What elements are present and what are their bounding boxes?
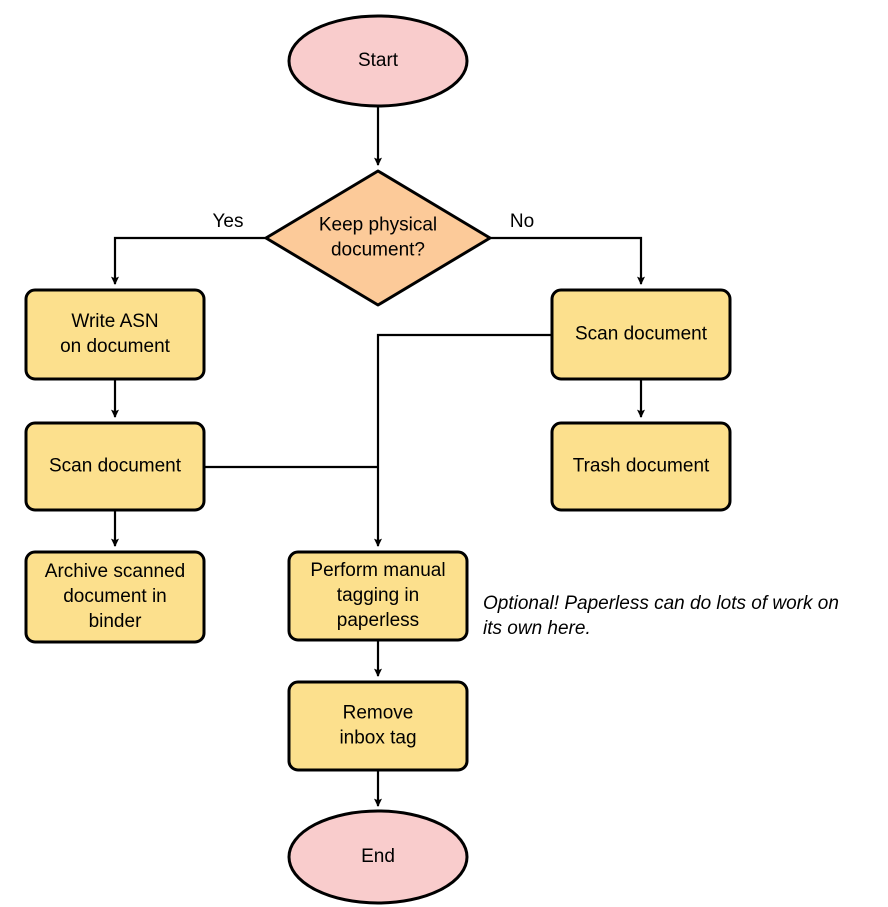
node-label-remove-inbox-tag: inbox tag [339, 728, 416, 749]
node-label-trash-document: Trash document [573, 456, 710, 477]
edge-label-decision-yes-to-write-asn: Yes [213, 211, 244, 232]
node-label-write-asn: on document [60, 336, 171, 357]
node-label-manual-tagging: Perform manual [310, 560, 445, 581]
node-label-remove-inbox-tag: Remove [343, 703, 414, 724]
edge-scan-right-to-manual-tagging [374, 333, 552, 547]
node-shape-manual-tagging [287, 550, 469, 642]
node-archive-binder[interactable]: Archive scanned document in binder [24, 550, 206, 644]
node-scan-document-left[interactable]: Scan document [24, 421, 206, 512]
node-label-keep-physical: Keep physical [319, 215, 437, 236]
node-label-archive-binder: Archive scanned [45, 561, 185, 582]
node-label-archive-binder: binder [89, 611, 142, 632]
node-write-asn[interactable]: Write ASN on document [24, 288, 206, 381]
edge-label-decision-no-to-scan-right: No [510, 211, 534, 232]
node-shape-start [287, 14, 469, 108]
node-start[interactable]: Start [287, 14, 469, 108]
node-scan-document-right[interactable]: Scan document [550, 288, 732, 381]
edge-layer: Yes No [111, 106, 645, 807]
node-label-manual-tagging: tagging in [337, 585, 419, 606]
node-shape-trash-document [550, 421, 732, 512]
annotation-line: Optional! Paperless can do lots of work … [483, 593, 839, 614]
node-label-scan-document-left: Scan document [49, 456, 182, 477]
edge-path-decision-no-to-scan-right [490, 236, 645, 285]
edge-decision-yes-to-write-asn: Yes [111, 211, 266, 285]
node-shape-scan-document-left [24, 421, 206, 512]
node-label-scan-document-right: Scan document [575, 324, 708, 345]
node-manual-tagging[interactable]: Perform manual tagging in paperless [287, 550, 469, 642]
annotation-optional-note: Optional! Paperless can do lots of work … [483, 593, 839, 639]
node-keep-physical[interactable]: Keep physical document? [264, 169, 492, 307]
node-shape-archive-binder [24, 550, 206, 644]
node-shape-remove-inbox-tag [287, 680, 469, 772]
node-label-end: End [361, 846, 395, 867]
node-label-keep-physical: document? [331, 240, 425, 261]
node-shape-keep-physical [264, 169, 492, 307]
node-trash-document[interactable]: Trash document [550, 421, 732, 512]
edge-path-scan-right-to-manual-tagging [374, 333, 552, 547]
annotation-line: its own here. [483, 618, 591, 639]
node-label-manual-tagging: paperless [337, 610, 419, 631]
node-end[interactable]: End [287, 809, 469, 905]
node-label-archive-binder: document in [63, 586, 167, 607]
annotation-layer: Optional! Paperless can do lots of work … [483, 593, 839, 639]
node-shape-scan-document-right [550, 288, 732, 381]
edge-path-decision-yes-to-write-asn [111, 236, 266, 285]
node-label-start: Start [358, 50, 399, 71]
edge-decision-no-to-scan-right: No [490, 211, 645, 285]
node-label-write-asn: Write ASN [71, 311, 158, 332]
node-shape-write-asn [24, 288, 206, 381]
node-remove-inbox-tag[interactable]: Remove inbox tag [287, 680, 469, 772]
node-shape-end [287, 809, 469, 905]
